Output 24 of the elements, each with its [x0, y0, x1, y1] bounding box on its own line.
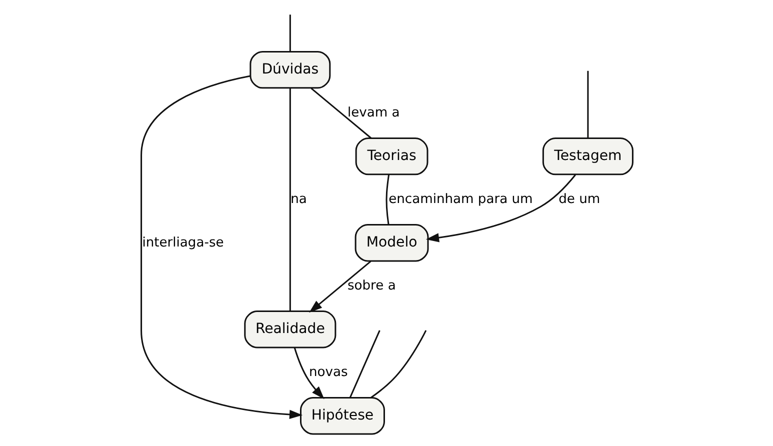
node-box: Modelo [354, 223, 428, 262]
connector [288, 14, 290, 52]
arrow [425, 174, 576, 242]
edge-label: sobre a [346, 278, 396, 294]
arrow [308, 260, 371, 312]
connector [288, 88, 290, 311]
edge-label: na [290, 192, 306, 206]
node-box: Hipótese [299, 396, 384, 434]
edge-label: interliaga-se [142, 234, 224, 250]
edge-label: encaminham para um [388, 192, 532, 206]
edge-label: novas [308, 364, 348, 380]
node-box: Dúvidas [249, 50, 330, 88]
connector [385, 174, 390, 224]
connector [348, 330, 380, 398]
node-box: Realidade [244, 310, 336, 348]
arrow [293, 346, 324, 399]
arrow [140, 74, 302, 419]
connector [310, 87, 372, 138]
connector [586, 70, 588, 138]
edge-label: levam a [347, 104, 400, 120]
node-box: Teorias [354, 136, 428, 175]
node-box: Testagem [542, 136, 633, 175]
edge-label: de um [558, 192, 600, 206]
connector [370, 330, 426, 398]
